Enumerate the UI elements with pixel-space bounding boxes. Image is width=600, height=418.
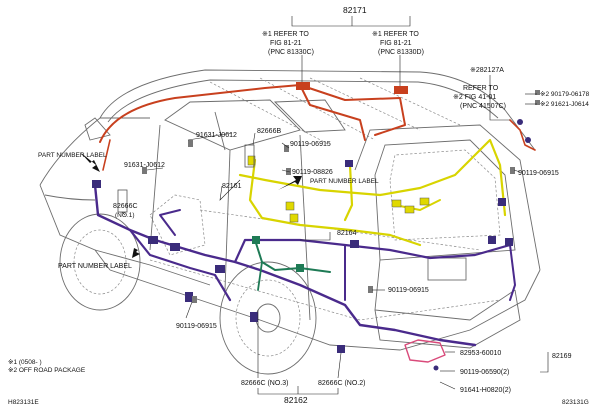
label-82171: 82171 [343,5,367,15]
label-90119-06915-c: 90119-06915 [388,287,429,294]
label-refer1-a: ※1 REFER TO [262,31,309,38]
vehicle-body-outline [39,69,541,375]
roof-connector-81330C [296,82,310,90]
label-refer2-a: ※1 REFER TO [372,31,419,38]
bracket-82666C-no1 [117,189,128,213]
label-82953-60010: 82953-60010 [460,350,501,357]
label-refer1-b: FIG 81-21 [270,40,302,47]
label-refer2-b: FIG 81-21 [380,40,412,47]
roof-connector-81330D [394,86,408,94]
clip-icon-8 [535,90,540,95]
clip-icon-5 [510,167,515,174]
label-refer1-c: (PNC 81330C) [268,49,314,56]
tailgate-offroad-harness [509,119,536,151]
label-82666B: 82666B [257,128,281,135]
label-91631-J0612-b: 91631-J0612 [124,162,165,169]
label-82127A: ※282127A [470,67,504,74]
clip-icon-7 [368,286,373,293]
clip-icon-3 [284,145,289,152]
label-refer3-c: (PNC 41507C) [460,103,506,110]
label-82666C-no3: 82666C (NO.3) [241,380,288,387]
black-arrow-icon-2 [278,176,302,190]
label-82169: 82169 [552,353,572,360]
bracket-82666B [244,144,255,168]
part-labels: 82171 ※1 REFER TO FIG 81-21 (PNC 81330C)… [8,5,590,406]
label-90119-06590: 90119-06590(2) [460,369,509,376]
part-number-label-2: PART NUMBER LABEL [310,178,379,185]
clip-icon-1 [188,140,193,147]
rear-harness-82161 [238,138,507,247]
label-90119-06915-d: 90119-06915 [176,323,217,330]
code-right: 823131G [562,399,589,406]
label-90179-06178: ※2 90179-06178 [540,91,590,98]
leader-lines [121,16,549,395]
label-refer2-c: (PNC 81330D) [378,49,424,56]
black-arrow-icon-3 [132,238,150,258]
label-82164: 82164 [337,230,357,237]
clip-icon-2 [142,167,147,174]
label-91621-J0614: ※2 91621-J0614 [540,101,589,108]
clip-icon-6 [192,296,197,303]
label-82161: 82161 [222,183,242,190]
part-number-label-1: PART NUMBER LABEL [38,152,107,159]
part-number-label-3: PART NUMBER LABEL [58,263,132,270]
label-90119-08826: 90119-08826 [292,169,333,176]
label-refer3-a: REFER TO [463,85,499,92]
label-91641-H0820: 91641-H0820(2) [460,387,511,394]
black-arrow-icon-1 [80,152,100,172]
center-harness-82164 [252,236,331,291]
code-left: H823131E [8,399,39,406]
label-82666C-no1-b: (NO.1) [115,212,135,219]
label-90119-06915-a: 90119-06915 [290,141,331,148]
roof-harness [99,82,408,171]
label-91631-J0612-a: 91631-J0612 [196,132,237,139]
clip-icon-9 [535,100,540,105]
label-82666C-no1-a: 82666C [113,203,138,210]
rear-bracket-82953 [404,339,446,371]
label-82162: 82162 [284,395,308,405]
label-90119-06915-b: 90119-06915 [518,170,559,177]
label-82666C-no2: 82666C (NO.2) [318,380,365,387]
note-2: ※2 OFF ROAD PACKAGE [8,367,86,374]
note-1: ※1 (0508- ) [8,359,42,366]
label-refer3-b: ※2 FIG 41-01 [453,94,496,101]
